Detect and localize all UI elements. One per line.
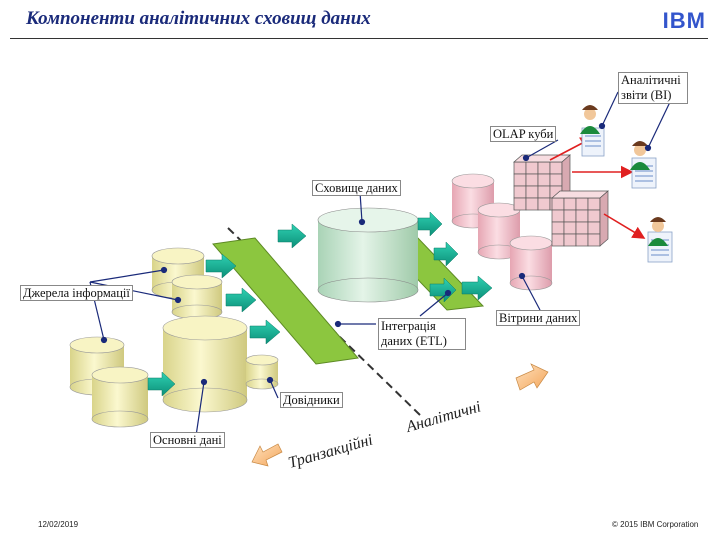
title-divider	[10, 38, 708, 39]
analytical-direction-arrow	[515, 363, 549, 391]
flow-arrow-5	[277, 223, 307, 249]
flow-arrow-8	[461, 275, 493, 301]
flow-arrow-4	[147, 371, 176, 397]
master-data-db	[162, 315, 248, 413]
sources-label: Джерела інформації	[20, 285, 133, 301]
source-db-2	[171, 274, 223, 320]
olap-cube-2	[551, 190, 609, 247]
analytical-flow-label: Аналітичні	[403, 398, 482, 436]
olap-cubes-label: OLAP куби	[490, 126, 557, 142]
flow-arrow-9	[429, 277, 457, 303]
flow-arrow-2	[225, 287, 257, 313]
analyst-user-1	[580, 105, 605, 157]
transactional-direction-arrow	[251, 443, 283, 467]
analyst-user-3	[647, 217, 673, 263]
flow-arrow-3	[249, 319, 281, 345]
master-data-label: Основні дані	[150, 432, 225, 448]
analyst-user-2	[630, 141, 657, 189]
etl-label: Інтеграція даних (ETL)	[378, 318, 466, 350]
flow-arrow-1	[205, 253, 237, 279]
warehouse-label: Сховище даних	[312, 180, 401, 196]
link-cube-user-3	[603, 213, 646, 239]
mart-db-2	[477, 202, 521, 260]
mart-db-3	[509, 235, 553, 291]
transactional-flow-label: Транзакційні	[286, 432, 374, 472]
flow-arrow-7	[433, 241, 459, 267]
flow-arrow-6	[417, 211, 443, 237]
source-db-4	[91, 366, 149, 428]
footer-copyright: © 2015 IBM Corporation	[612, 520, 699, 529]
reference-label: Довідники	[280, 392, 343, 408]
marts-label: Вітрини даних	[496, 310, 581, 326]
warehouse-db	[317, 207, 419, 303]
reference-db	[245, 354, 279, 390]
etl-band-left	[212, 237, 359, 365]
ibm-logo: IBM	[662, 8, 706, 33]
footer-date: 12/02/2019	[38, 520, 79, 529]
bi-reports-label: Аналітичні звіти (BI)	[618, 72, 688, 104]
page-title: Компоненти аналітичних сховищ даних	[26, 8, 371, 29]
